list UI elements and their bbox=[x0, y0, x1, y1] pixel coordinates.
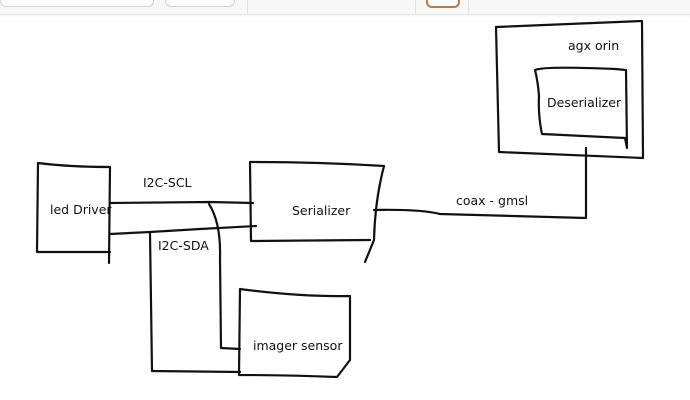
coax-gmsl-label: coax - gmsl bbox=[456, 193, 529, 208]
i2c-scl-wire bbox=[108, 200, 255, 205]
led-driver-label: led Driver bbox=[50, 202, 112, 217]
i2c-scl-label: I2C-SCL bbox=[143, 175, 192, 190]
i2c-scl-branch bbox=[207, 202, 242, 351]
selected-color-swatch[interactable] bbox=[426, 0, 460, 8]
imager-sensor-label: imager sensor bbox=[253, 338, 343, 353]
led-driver-box bbox=[35, 161, 112, 265]
serializer-label: Serializer bbox=[292, 203, 351, 218]
agx-orin-box bbox=[494, 19, 645, 160]
deserializer-box bbox=[533, 66, 629, 150]
i2c-sda-branch bbox=[148, 231, 242, 374]
app-toolbar-strip bbox=[0, 0, 690, 15]
toolbar-divider bbox=[247, 0, 248, 14]
agx-orin-label: agx orin bbox=[568, 38, 620, 53]
i2c-sda-wire bbox=[108, 224, 258, 236]
coax-gmsl-link bbox=[372, 146, 588, 220]
toolbar-divider bbox=[468, 0, 469, 14]
toolbar-divider bbox=[415, 0, 416, 14]
serializer-box bbox=[248, 160, 386, 264]
i2c-sda-label: I2C-SDA bbox=[158, 238, 209, 253]
imager-sensor-box bbox=[237, 287, 352, 379]
deserializer-label: Deserializer bbox=[547, 95, 622, 110]
